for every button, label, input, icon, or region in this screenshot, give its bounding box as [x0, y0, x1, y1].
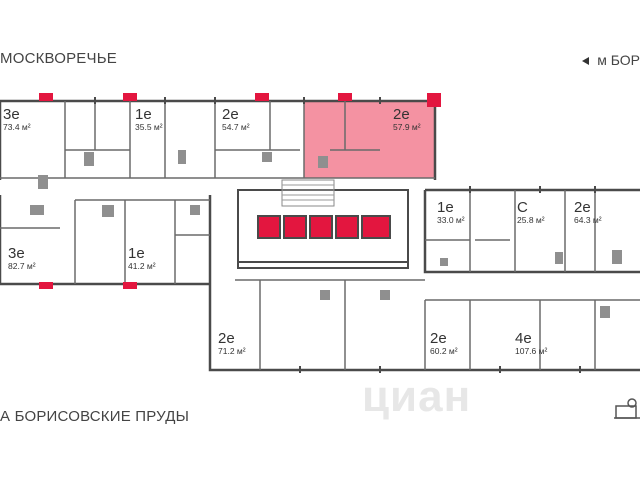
outer-wall-core-left: [208, 195, 640, 372]
fixture-12: [320, 290, 330, 300]
fixture-8: [190, 205, 200, 215]
apartment-area: 82.7 м²: [8, 260, 36, 271]
apartment-2e-71[interactable]: 2е 71.2 м²: [218, 331, 246, 356]
apartment-area: 71.2 м²: [218, 345, 246, 356]
apartment-type: 2е: [393, 106, 410, 123]
elevator-5: [361, 215, 391, 239]
apartment-2e-64[interactable]: 2е 64.3 м²: [574, 200, 602, 225]
window-3: [255, 93, 269, 101]
apartment-type: 2е: [430, 330, 447, 347]
building-icon-base: [615, 405, 637, 419]
fixture-10: [555, 252, 563, 264]
window-6: [39, 282, 53, 289]
outer-wall-left-lower: [0, 195, 210, 286]
apartment-type: С: [517, 199, 528, 216]
apartment-type: 3е: [3, 106, 20, 123]
apartment-area: 57.9 м²: [393, 121, 421, 132]
apartment-2e-60[interactable]: 2е 60.2 м²: [430, 331, 458, 356]
apartment-area: 25.8 м²: [517, 214, 545, 225]
apartment-3e-73[interactable]: 3е 73.4 м²: [3, 107, 31, 132]
fixture-1: [84, 152, 94, 166]
window-1: [39, 93, 53, 101]
fixture-13: [380, 290, 390, 300]
elevator-4: [335, 215, 359, 239]
fixture-7: [102, 205, 114, 217]
apartment-type: 1е: [437, 199, 454, 216]
interior-walls: [0, 101, 640, 370]
fixture-9: [440, 258, 448, 266]
apartment-2e-57-selected[interactable]: 2е 57.9 м²: [393, 107, 421, 132]
metro-text: м БОР: [597, 52, 640, 68]
watermark: циан: [362, 372, 472, 421]
window-2: [123, 93, 137, 101]
stair-steps: [282, 184, 334, 201]
fixture-6: [30, 205, 44, 215]
window-7: [123, 282, 137, 289]
elevator-1: [257, 215, 281, 239]
direction-arrow-icon: [582, 57, 590, 66]
fixture-3: [262, 152, 272, 162]
apartment-studio-25[interactable]: С 25.8 м²: [517, 200, 545, 225]
building-core: [237, 179, 409, 269]
apartment-area: 35.5 м²: [135, 121, 163, 132]
metro-label: м БОР: [582, 52, 640, 68]
fixture-14: [600, 306, 610, 318]
fixture-5: [38, 175, 48, 189]
apartment-area: 64.3 м²: [574, 214, 602, 225]
apartment-area: 33.0 м²: [437, 214, 465, 225]
apartment-type: 1е: [135, 106, 152, 123]
apartment-2e-54[interactable]: 2е 54.7 м²: [222, 107, 250, 132]
outer-wall-right-mid: [423, 190, 640, 274]
window-5: [427, 93, 441, 107]
elevator-3: [309, 215, 333, 239]
facade-ticks: [94, 97, 596, 373]
apartment-area: 41.2 м²: [128, 260, 156, 271]
apartment-area: 54.7 м²: [222, 121, 250, 132]
apartment-type: 2е: [218, 330, 235, 347]
fixture-11: [612, 250, 622, 264]
apartment-3e-82[interactable]: 3е 82.7 м²: [8, 246, 36, 271]
apartment-type: 2е: [574, 199, 591, 216]
apartment-type: 1е: [128, 245, 145, 262]
street-label-top: МОСКВОРЕЧЬЕ: [0, 50, 117, 67]
street-label-bottom: А БОРИСОВСКИЕ ПРУДЫ: [0, 408, 190, 425]
apartment-area: 107.6 м²: [515, 345, 548, 356]
apartment-type: 2е: [222, 106, 239, 123]
apartment-area: 60.2 м²: [430, 345, 458, 356]
building-icon: [614, 398, 640, 419]
apartment-1e-33[interactable]: 1е 33.0 м²: [437, 200, 465, 225]
apartment-type: 3е: [8, 245, 25, 262]
building-icon-dome: [627, 398, 637, 408]
bathroom-fixtures: [30, 150, 622, 318]
window-4: [338, 93, 352, 101]
apartment-type: 4е: [515, 330, 532, 347]
elevator-2: [283, 215, 307, 239]
fixture-4: [318, 156, 328, 168]
apartment-4e-107[interactable]: 4е 107.6 м²: [515, 331, 547, 356]
apartment-area: 73.4 м²: [3, 121, 31, 132]
fixture-2: [178, 150, 186, 164]
apartment-1e-35[interactable]: 1е 35.5 м²: [135, 107, 163, 132]
facade-windows: [39, 93, 441, 289]
stairs: [281, 179, 335, 207]
apartment-1e-41[interactable]: 1е 41.2 м²: [128, 246, 156, 271]
